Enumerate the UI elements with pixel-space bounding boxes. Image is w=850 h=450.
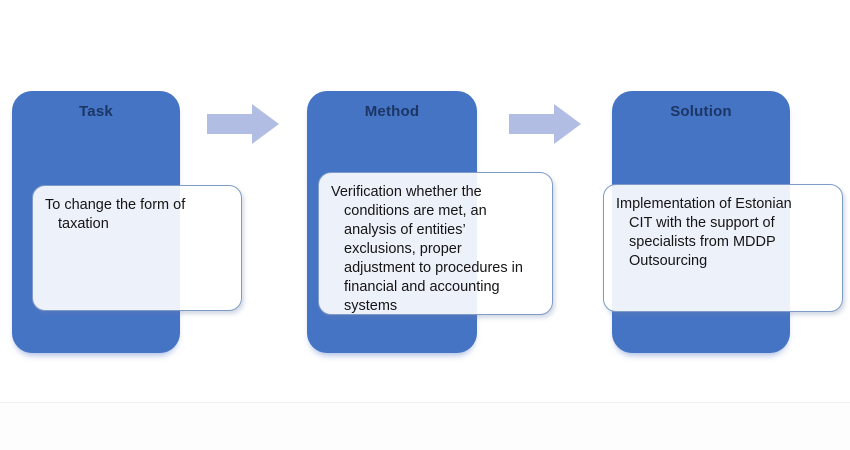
detail-card-solution: Implementation of Estonian CIT with the … bbox=[603, 184, 843, 312]
right-arrow-method-to-solution-icon bbox=[509, 104, 581, 144]
detail-text-method: Verification whether the conditions are … bbox=[331, 184, 523, 314]
right-arrow-shape bbox=[207, 104, 279, 144]
step-title-solution: Solution bbox=[670, 103, 732, 120]
right-arrow-shape bbox=[509, 104, 581, 144]
frame-edge-divider bbox=[0, 402, 850, 450]
detail-card-method: Verification whether the conditions are … bbox=[318, 172, 553, 315]
detail-card-task: To change the form of taxation bbox=[32, 185, 242, 311]
detail-text-solution: Implementation of Estonian CIT with the … bbox=[616, 196, 792, 269]
step-title-task: Task bbox=[79, 103, 113, 120]
right-arrow-task-to-method-icon bbox=[207, 104, 279, 144]
step-title-method: Method bbox=[364, 103, 420, 120]
detail-text-task: To change the form of taxation bbox=[45, 197, 186, 232]
